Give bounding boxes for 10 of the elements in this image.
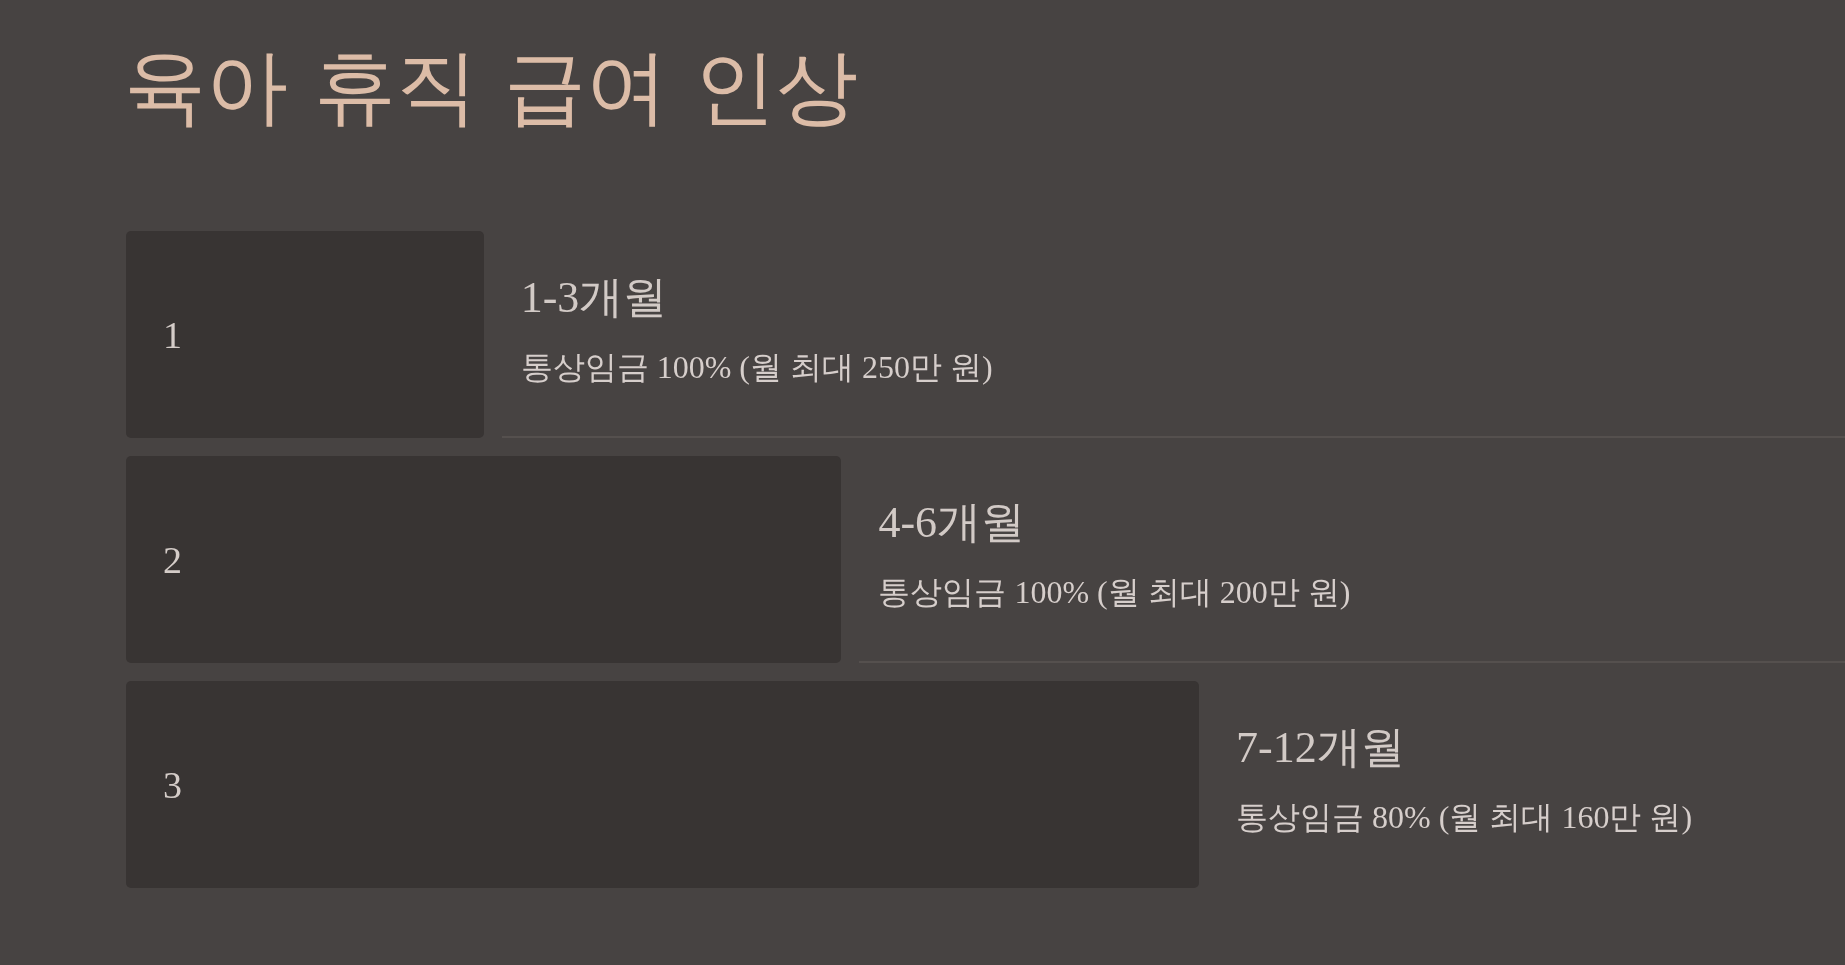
step-number: 2 (163, 540, 182, 579)
period-heading: 4-6개월 (878, 498, 1026, 549)
benefit-description: 통상임금 100% (월 최대 200만 원) (878, 572, 1351, 611)
title: 육아 휴직 급여 인상 (124, 38, 859, 136)
period-heading: 1-3개월 (520, 273, 668, 324)
period-heading: 7-12개월 (1236, 723, 1405, 774)
benefit-description: 통상임금 100% (월 최대 250만 원) (520, 347, 993, 386)
benefit-description: 통상임금 80% (월 최대 160만 원) (1236, 797, 1693, 836)
step-number: 3 (163, 765, 182, 804)
step-number: 1 (163, 315, 182, 354)
